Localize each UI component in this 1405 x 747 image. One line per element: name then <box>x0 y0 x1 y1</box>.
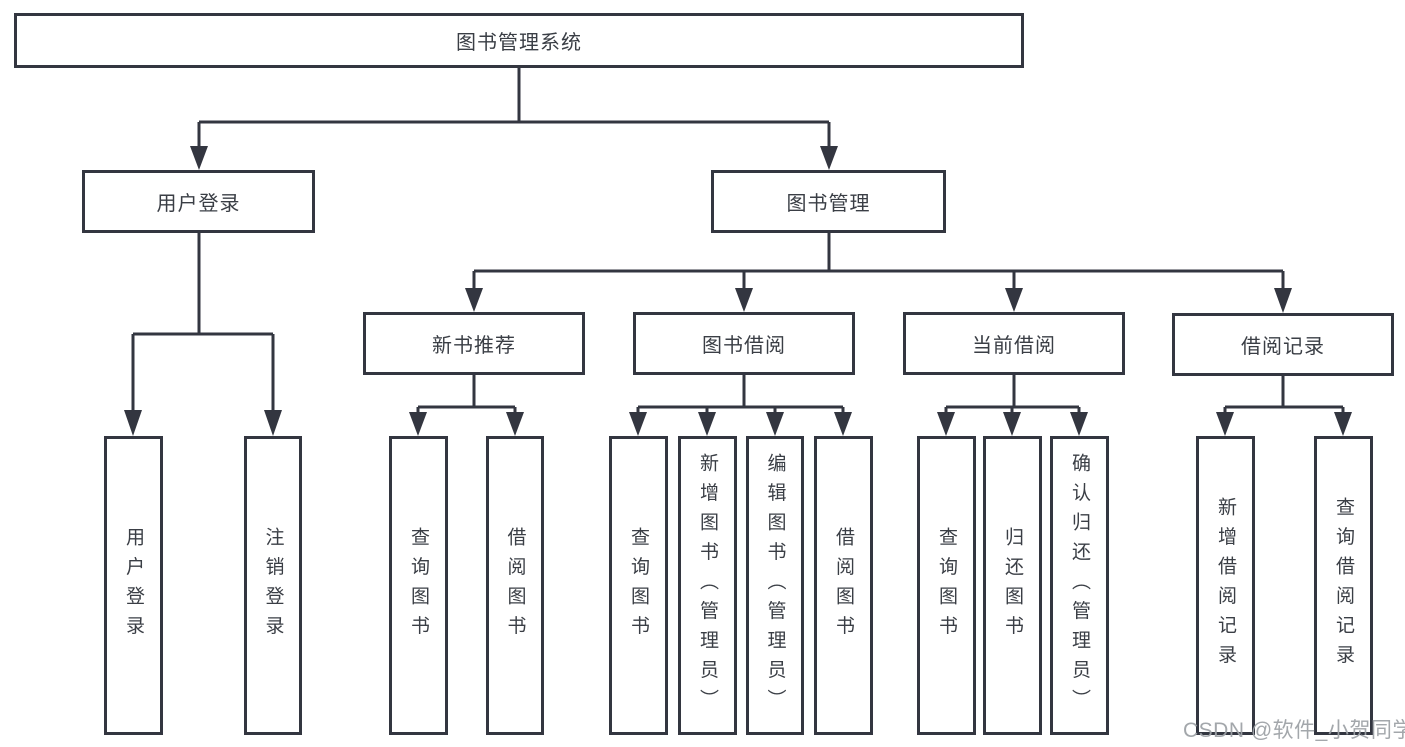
node-label: 归还图书 <box>1002 526 1023 645</box>
node-label: 图书借阅 <box>702 335 786 357</box>
arrow-down-icon <box>264 410 282 436</box>
leaf-edit-books-admin: 编辑图书（管理员） <box>746 436 804 735</box>
connector-book-borrowing-children <box>629 375 852 436</box>
arrow-down-icon <box>1274 288 1292 313</box>
arrow-down-icon <box>820 146 838 170</box>
arrow-down-icon <box>834 412 852 436</box>
leaf-borrow-books-borrowing: 借阅图书 <box>814 436 873 735</box>
arrow-down-icon <box>1005 288 1023 312</box>
connector-current-borrowing-children <box>937 375 1088 436</box>
node-label: 借阅记录 <box>1241 336 1325 358</box>
node-label: 借阅图书 <box>833 526 854 645</box>
leaf-query-books-borrowing: 查询图书 <box>609 436 668 735</box>
node-user-login: 用户登录 <box>82 170 315 233</box>
node-label: 图书管理 <box>786 193 871 215</box>
connector-book-management-children <box>465 233 1292 313</box>
node-new-book-recommend: 新书推荐 <box>363 312 585 375</box>
leaf-query-books-recommend: 查询图书 <box>389 436 448 735</box>
node-book-borrowing: 图书借阅 <box>633 312 855 375</box>
node-borrow-records: 借阅记录 <box>1172 313 1394 376</box>
leaf-borrow-books-recommend: 借阅图书 <box>486 436 544 735</box>
connector-root-to-level2 <box>190 68 838 170</box>
node-label: 查询图书 <box>408 526 429 645</box>
node-label: 新增图书（管理员） <box>697 452 718 719</box>
node-label: 用户登录 <box>123 526 144 645</box>
node-book-management: 图书管理 <box>711 170 946 233</box>
connector-borrow-records-children <box>1216 376 1352 436</box>
leaf-user-login: 用户登录 <box>104 436 163 735</box>
arrow-down-icon <box>1003 412 1021 436</box>
arrow-down-icon <box>190 146 208 170</box>
leaf-confirm-return-admin: 确认归还（管理员） <box>1050 436 1109 735</box>
leaf-return-books: 归还图书 <box>983 436 1042 735</box>
node-label: 用户登录 <box>156 193 241 215</box>
node-label: 查询图书 <box>936 526 957 645</box>
node-label: 借阅图书 <box>504 526 526 645</box>
node-label: 编辑图书（管理员） <box>764 452 786 719</box>
arrow-down-icon <box>1334 412 1352 436</box>
csdn-watermark: CSDN @软件_小贺同学 <box>1183 719 1405 742</box>
arrow-down-icon <box>735 288 753 312</box>
node-label: 图书管理系统 <box>456 32 582 54</box>
arrow-down-icon <box>465 288 483 312</box>
arrow-down-icon <box>698 412 716 436</box>
leaf-logout: 注销登录 <box>244 436 302 735</box>
arrow-down-icon <box>629 412 647 436</box>
node-current-borrowing: 当前借阅 <box>903 312 1125 375</box>
arrow-down-icon <box>1070 412 1088 436</box>
connector-new-book-recommend-children <box>409 375 524 436</box>
arrow-down-icon <box>1216 412 1234 436</box>
arrow-down-icon <box>124 410 142 436</box>
node-label: 查询图书 <box>628 526 649 645</box>
leaf-query-books-current: 查询图书 <box>917 436 976 735</box>
leaf-query-borrow-record: 查询借阅记录 <box>1314 436 1373 735</box>
node-label: 当前借阅 <box>972 335 1056 357</box>
arrow-down-icon <box>506 412 524 436</box>
node-library-system: 图书管理系统 <box>14 13 1024 68</box>
arrow-down-icon <box>409 412 427 436</box>
arrow-down-icon <box>937 412 955 436</box>
connector-user-login-children <box>124 233 282 436</box>
node-label: 注销登录 <box>262 526 284 645</box>
leaf-add-books-admin: 新增图书（管理员） <box>678 436 737 735</box>
node-label: 查询借阅记录 <box>1333 497 1354 674</box>
node-label: 确认归还（管理员） <box>1069 452 1090 719</box>
arrow-down-icon <box>766 412 784 436</box>
node-label: 新增借阅记录 <box>1215 497 1236 674</box>
leaf-add-borrow-record: 新增借阅记录 <box>1196 436 1255 735</box>
node-label: 新书推荐 <box>432 335 516 357</box>
